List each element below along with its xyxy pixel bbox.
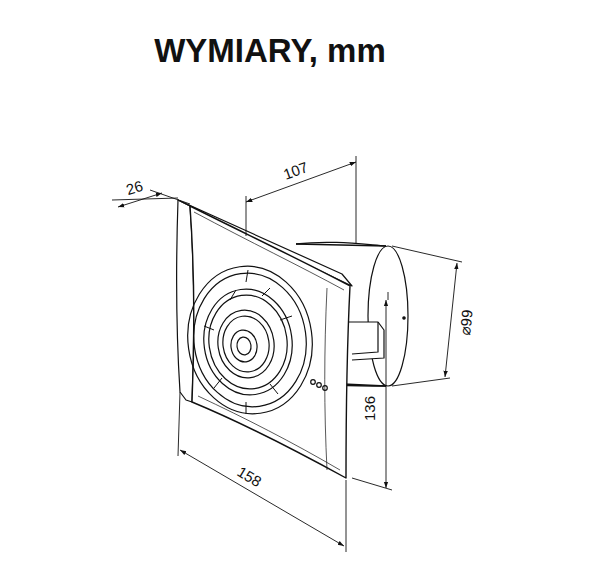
dimension-label: 158	[233, 461, 267, 491]
dimension-label: 107	[279, 157, 312, 183]
title: WYMIARY, mm	[154, 32, 386, 70]
dimension-label: ⌀99	[456, 306, 476, 337]
dimension-label: 136	[362, 393, 379, 422]
dimension-label: 26	[122, 176, 147, 198]
